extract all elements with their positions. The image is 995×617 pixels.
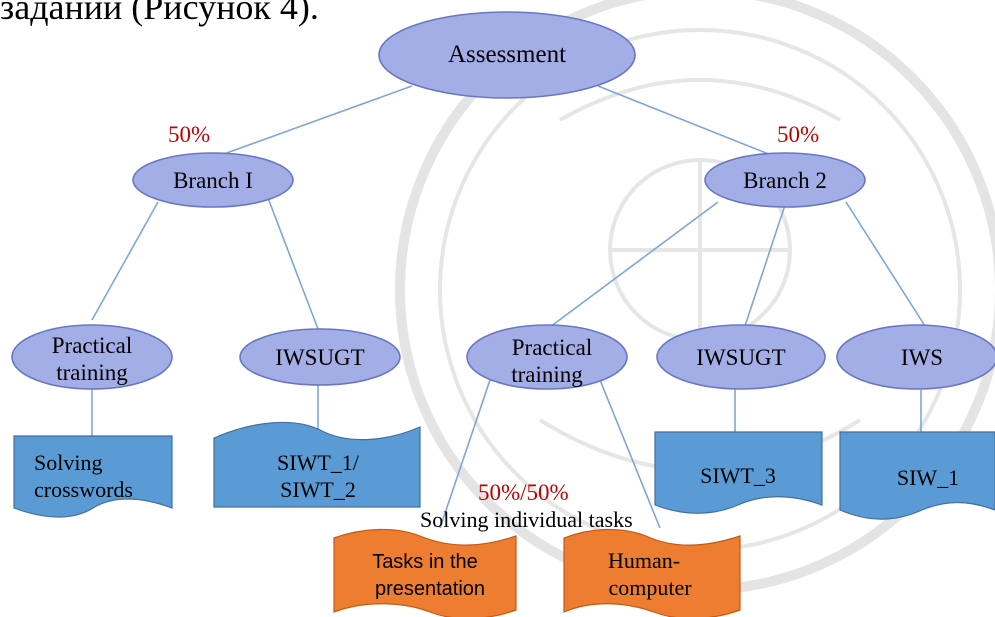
edge-branch2-iws: [845, 201, 926, 327]
edges: [91, 85, 926, 529]
edge-root-branch1: [209, 85, 413, 160]
task-presentation-line2: presentation: [375, 578, 485, 600]
task-siwt1-line: SIWT_1/: [277, 450, 360, 475]
edge-branch2-practical: [549, 201, 719, 328]
edge-practical2-task-b: [599, 379, 661, 529]
edge-branch1-iwsugt: [267, 197, 319, 330]
task-siwt2-line: SIWT_2: [280, 477, 356, 502]
node-assessment-label: Assessment: [448, 41, 566, 68]
node-b1-iwsugt-label: IWSUGT: [275, 345, 364, 370]
task-siw1: SIW_1: [839, 431, 995, 520]
node-assessment: Assessment: [378, 11, 636, 99]
node-b1-practical-training: Practical training: [11, 324, 173, 390]
node-b2-iws-label: IWS: [901, 345, 943, 370]
caption-fragment: заданий (Рисунок 4).: [0, 0, 319, 27]
node-b2-iwsugt: IWSUGT: [656, 324, 826, 390]
task-solving-crosswords-line1: Solving: [34, 450, 102, 475]
node-branch2: Branch 2: [704, 152, 866, 208]
node-b1-iwsugt: IWSUGT: [239, 328, 401, 386]
node-b2-practical-label-line2: training: [511, 362, 583, 387]
task-siwt3: SIWT_3: [654, 431, 823, 514]
node-branch1-label: Branch I: [173, 168, 253, 193]
task-solving-crosswords-line2: crosswords: [34, 477, 133, 502]
task-siwt3-label: SIWT_3: [700, 463, 776, 488]
branch1-percent: 50%: [168, 122, 210, 147]
edge-branch1-practical: [91, 201, 159, 321]
task-siwt1-siwt2: SIWT_1/ SIWT_2: [213, 421, 421, 508]
solving-individual-tasks-label: Solving individual tasks: [420, 507, 633, 532]
task-human-computer-line2: computer: [608, 575, 692, 600]
task-solving-crosswords: Solving crosswords: [13, 435, 173, 518]
node-b2-iws: IWS: [836, 324, 995, 390]
edge-practical2-task-a: [439, 379, 491, 529]
task-human-computer: Human- computer: [563, 528, 741, 617]
task-siw1-label: SIW_1: [897, 465, 959, 490]
task-human-computer-line1: Human-: [608, 548, 680, 573]
node-branch2-label: Branch 2: [743, 168, 827, 193]
edge-branch2-iwsugt: [744, 204, 786, 327]
node-b2-practical-training: Practical training: [466, 324, 628, 390]
branch2-percent: 50%: [777, 122, 819, 147]
node-branch1: Branch I: [132, 152, 294, 208]
node-b1-practical-label-line1: Practical: [52, 333, 132, 358]
node-b2-practical-label-line1: Practical: [512, 335, 592, 360]
task-presentation: Tasks in the presentation: [333, 528, 517, 617]
edge-root-branch2: [597, 85, 782, 160]
split-percent: 50%/50%: [478, 480, 569, 505]
node-b2-iwsugt-label: IWSUGT: [696, 345, 785, 370]
task-presentation-line1: Tasks in the: [372, 551, 478, 573]
node-b1-practical-label-line2: training: [56, 360, 128, 385]
